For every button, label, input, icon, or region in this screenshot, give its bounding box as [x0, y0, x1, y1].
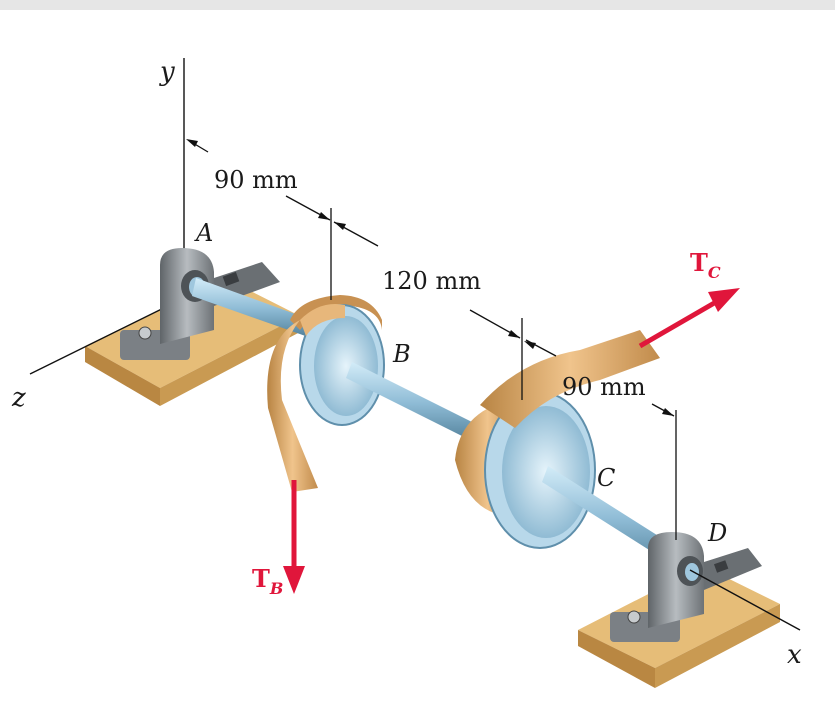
force-tc-label: TC	[690, 248, 721, 282]
shaft-segment-ab	[192, 278, 320, 339]
force-tb-subscript: B	[269, 579, 284, 598]
dimension-ab-label: 90 mm	[214, 166, 298, 194]
force-arrow-tb	[283, 480, 305, 594]
dimension-cd-label: 90 mm	[562, 373, 646, 401]
force-arrow-tc	[638, 288, 740, 349]
force-tc-subscript: C	[708, 263, 721, 282]
dimension-bc-label: 120 mm	[382, 267, 481, 295]
pulley-c	[455, 330, 660, 549]
z-axis-label: z	[11, 383, 26, 413]
bearing-d	[610, 532, 762, 642]
x-axis	[689, 569, 801, 631]
shaft-segment-bc	[346, 362, 484, 444]
dimension-arrowheads	[186, 139, 674, 416]
pulley-b	[267, 295, 385, 492]
y-axis-label: y	[159, 57, 175, 87]
force-tc-main: T	[690, 248, 708, 277]
point-a-label: A	[194, 219, 213, 247]
x-axis-label: x	[787, 640, 802, 670]
point-b-label: B	[392, 340, 411, 368]
point-d-label: D	[707, 519, 727, 547]
top-scan-strip	[0, 0, 835, 10]
force-tb-main: T	[252, 564, 270, 593]
point-c-label: C	[597, 464, 615, 492]
force-tb-label: TB	[252, 564, 283, 598]
